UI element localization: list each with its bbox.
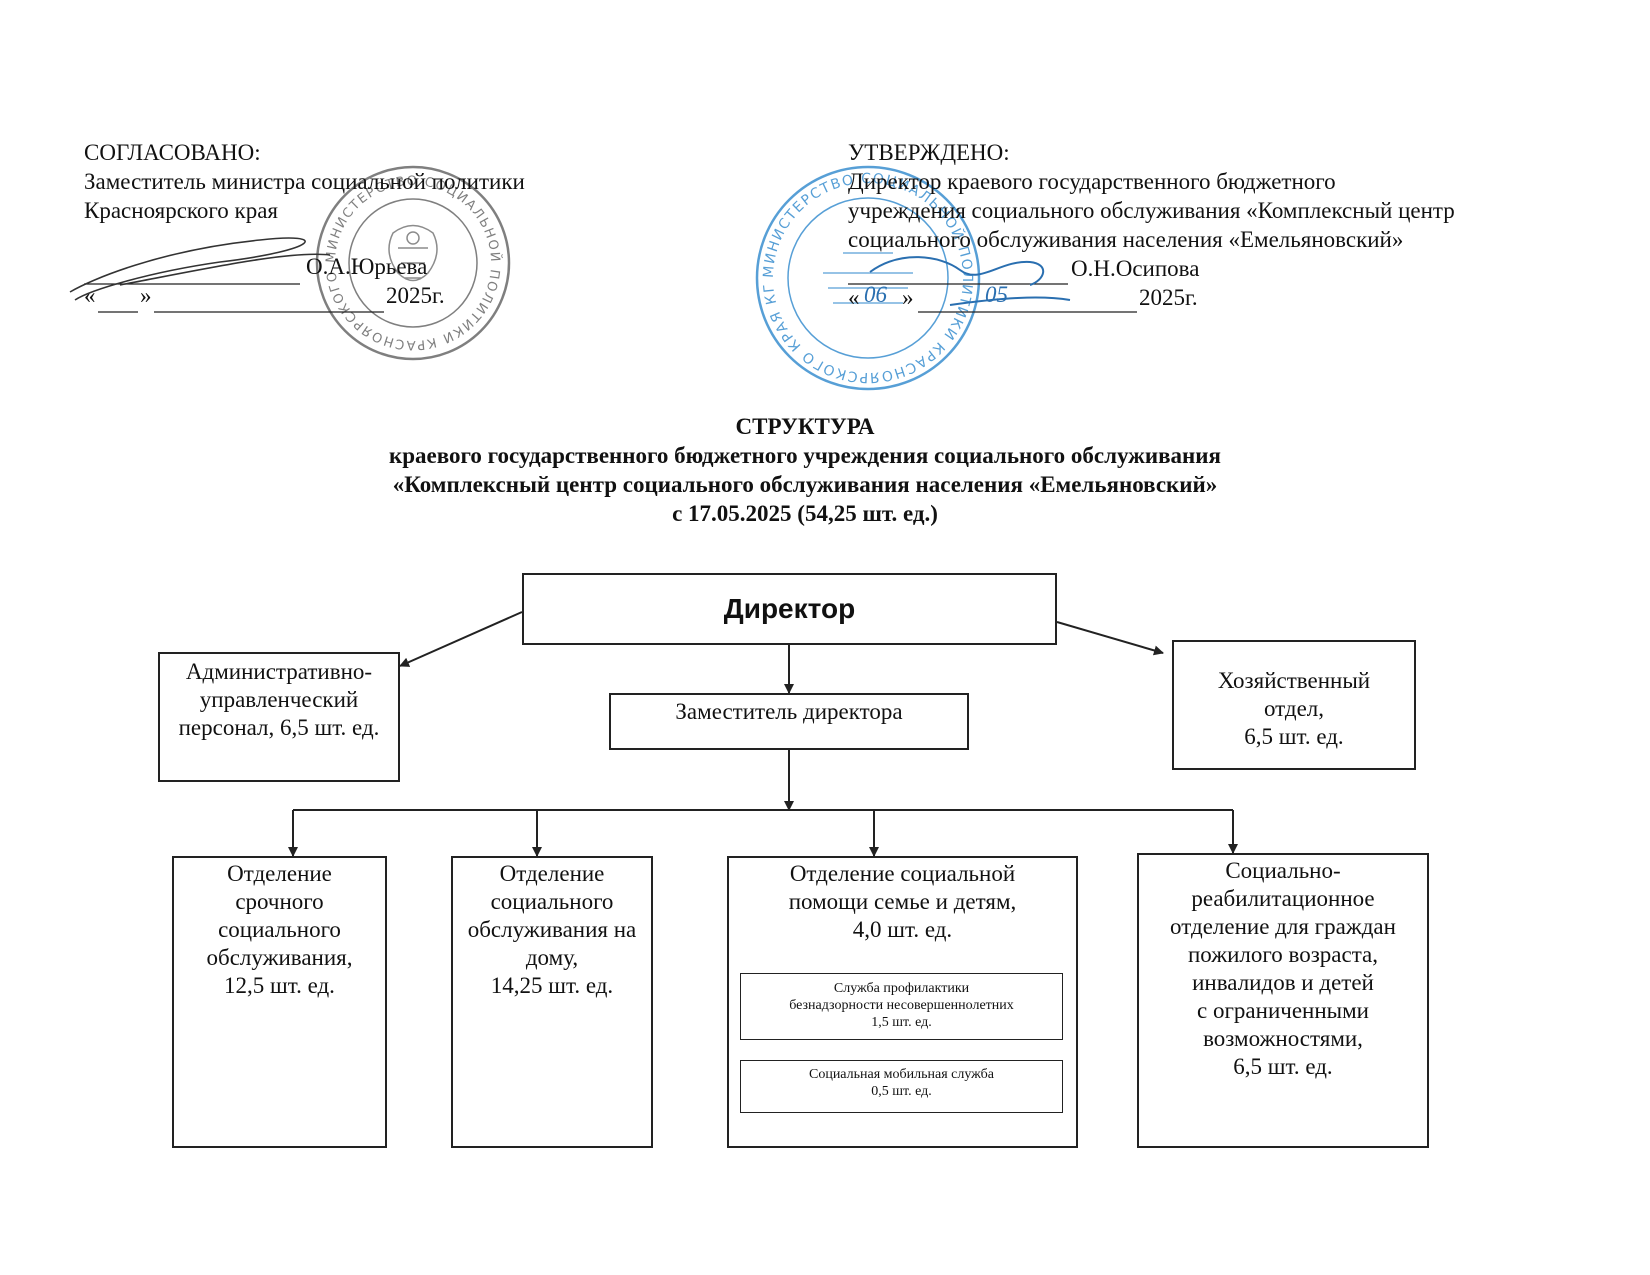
dept-family-line: 4,0 шт. ед.: [852, 917, 953, 942]
approval-left-date-year: 2025г.: [386, 283, 445, 308]
dept-rehab-line: пожилого возраста,: [1187, 942, 1379, 967]
dept-family-line: помощи семье и детям,: [788, 889, 1017, 914]
director-box: Директор: [522, 573, 1057, 645]
admin-staff-line: Административно-: [185, 659, 373, 684]
approval-right-date-day: 06: [864, 282, 887, 307]
subservice-prevention-box: Служба профилактики безнадзорности несов…: [740, 973, 1063, 1040]
dept-rehabilitation-box: Социально- реабилитационное отделение дл…: [1137, 853, 1429, 1148]
admin-staff-line: персонал, 6,5 шт. ед.: [178, 715, 380, 740]
economic-dept-line: Хозяйственный: [1217, 668, 1371, 693]
approval-left-position-line1: Заместитель министра социальной политики: [84, 169, 525, 194]
dept-urgent-line: Отделение: [227, 861, 332, 886]
approval-right-signature-name: О.Н.Осипова: [1071, 256, 1200, 281]
dept-home-line: Отделение: [499, 861, 605, 886]
approval-right-heading: УТВЕРЖДЕНО:: [848, 140, 1010, 165]
dept-urgent-line: 12,5 шт. ед.: [224, 973, 335, 998]
admin-staff-line: управленческий: [199, 687, 359, 712]
dept-home-service-box: Отделение социального обслуживания на до…: [451, 856, 653, 1148]
approval-left-date-quote-close: »: [140, 283, 152, 308]
economic-dept-line: отдел,: [1263, 696, 1325, 721]
deputy-director-box: Заместитель директора: [609, 693, 969, 750]
economic-dept-line: 6,5 шт. ед.: [1244, 724, 1344, 749]
approval-right-date-year: 2025г.: [1139, 285, 1198, 310]
dept-family-line: Отделение социальной: [789, 861, 1016, 886]
signature-left-scribble: [69, 237, 331, 301]
subservice-mobile-box: Социальная мобильная служба 0,5 шт. ед.: [740, 1060, 1063, 1113]
deputy-director-label: Заместитель директора: [675, 699, 903, 724]
doc-title: СТРУКТУРА: [735, 414, 875, 439]
dept-home-line: дому,: [525, 945, 579, 970]
subservice-prevention-line: 1,5 шт. ед.: [871, 1015, 932, 1030]
approval-right-date-quote-close: »: [902, 285, 914, 310]
economic-dept-box: Хозяйственный отдел, 6,5 шт. ед.: [1172, 640, 1416, 770]
approval-left-date-quote-open: «: [84, 283, 96, 308]
approval-left-heading: СОГЛАСОВАНО:: [84, 140, 261, 165]
dept-rehab-line: реабилитационное: [1191, 886, 1375, 911]
admin-staff-box: Административно- управленческий персонал…: [158, 652, 400, 782]
dept-rehab-line: с ограниченными: [1197, 998, 1369, 1023]
approval-right-position-line1: Директор краевого государственного бюдже…: [848, 169, 1336, 194]
dept-rehab-line: 6,5 шт. ед.: [1233, 1054, 1333, 1079]
signature-right-scribble: [869, 256, 1071, 306]
dept-rehab-line: отделение для граждан: [1170, 914, 1396, 939]
subservice-mobile-line: Социальная мобильная служба: [808, 1067, 994, 1082]
dept-home-line: обслуживания на: [467, 917, 637, 942]
approval-left-position-line2: Красноярского края: [84, 198, 278, 223]
dept-rehab-line: Социально-: [1225, 858, 1341, 883]
dept-urgent-line: срочного: [235, 889, 324, 914]
subservice-mobile-line: 0,5 шт. ед.: [871, 1084, 932, 1099]
dept-urgent-service-box: Отделение срочного социального обслужива…: [172, 856, 387, 1148]
dept-urgent-line: обслуживания,: [206, 945, 353, 970]
doc-date-line: с 17.05.2025 (54,25 шт. ед.): [672, 501, 938, 526]
subservice-prevention-line: Служба профилактики: [833, 981, 970, 996]
approval-right-position-line2: учреждения социального обслуживания «Ком…: [848, 198, 1455, 223]
director-label: Директор: [723, 593, 856, 624]
approval-left-signature-name: О.А.Юрьева: [306, 254, 428, 279]
doc-subtitle-line2: «Комплексный центр социального обслужива…: [392, 472, 1218, 497]
doc-subtitle-line1: краевого государственного бюджетного учр…: [389, 443, 1221, 468]
dept-urgent-line: социального: [218, 917, 341, 942]
approval-right-date-quote-open: «: [848, 285, 860, 310]
institution-stamp: МИНИСТЕРСТВО СОЦИАЛЬНОЙ ПОЛИТИКИ КРАСНОЯ…: [753, 163, 981, 391]
approval-right-position-line3: социального обслуживания населения «Емел…: [848, 227, 1404, 252]
dept-home-line: социального: [490, 889, 614, 914]
dept-rehab-line: возможностями,: [1203, 1026, 1363, 1051]
subservice-prevention-line: безнадзорности несовершеннолетних: [789, 998, 1014, 1013]
ministry-stamp: МИНИСТЕРСТВО СОЦИАЛЬНОЙ ПОЛИТИКИ КРАСНОЯ…: [313, 163, 511, 361]
dept-home-line: 14,25 шт. ед.: [490, 973, 614, 998]
dept-rehab-line: инвалидов и детей: [1192, 970, 1374, 995]
dept-family-help-box: Отделение социальной помощи семье и детя…: [727, 856, 1078, 1148]
